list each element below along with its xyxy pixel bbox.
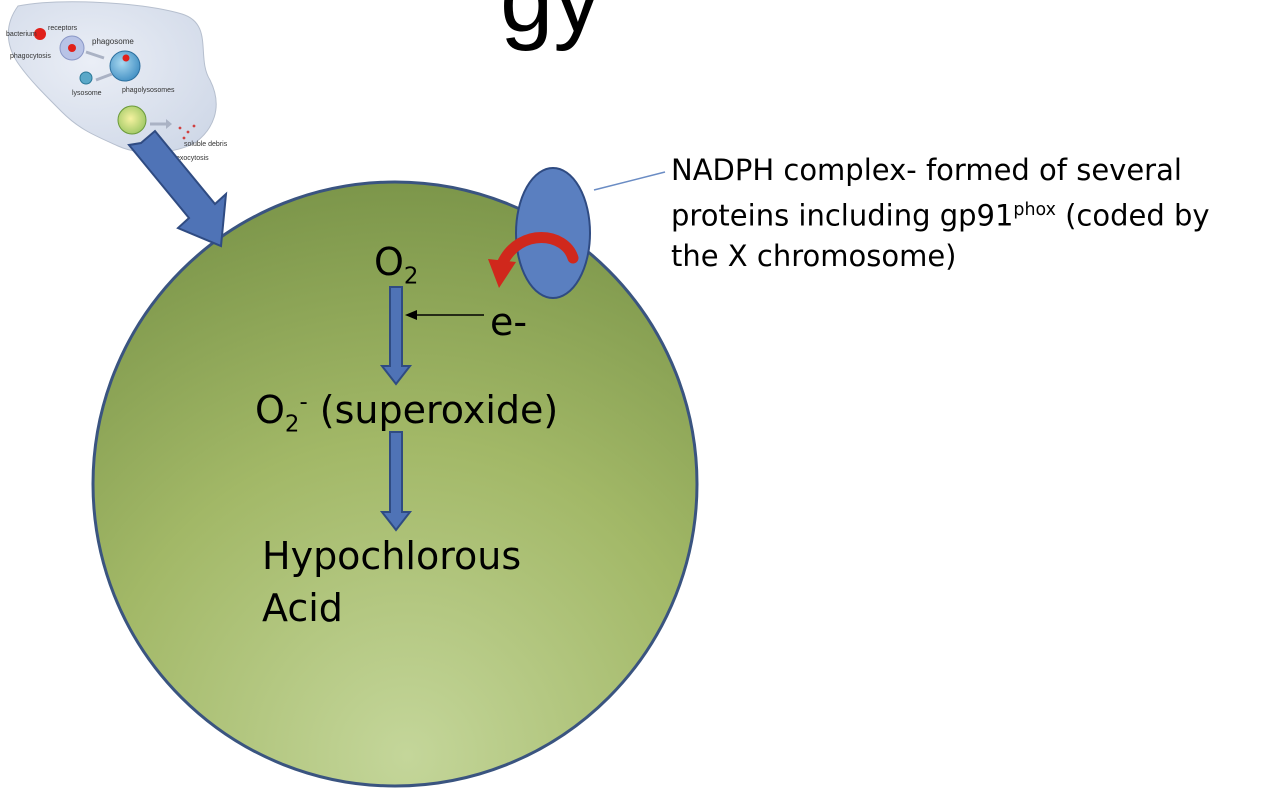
inset-label-exocytosis: exocytosis <box>176 155 209 162</box>
phagocytosis-inset: bacterium receptors phagocytosis phagoso… <box>6 1 228 162</box>
superoxide-charge: - <box>299 389 308 416</box>
inset-label-receptors: receptors <box>48 25 78 32</box>
title-fragment: gy <box>500 0 601 54</box>
superoxide-text: (superoxide) <box>307 388 559 432</box>
inset-to-cell-arrow <box>127 129 228 248</box>
nadph-complex-label: NADPH complex- formed of several protein… <box>671 150 1261 276</box>
superoxide-base: O <box>255 388 285 432</box>
superoxide-label: O2- (superoxide) <box>255 388 558 438</box>
o2-label: O2 <box>374 240 418 290</box>
nadph-pointer-line <box>593 171 666 191</box>
nadph-complex-ellipse <box>515 167 591 299</box>
inset-label-lysosome: lysosome <box>72 90 102 97</box>
superoxide-subscript: 2 <box>284 411 300 438</box>
nadph-text-part1: NADPH complex- formed of several protein… <box>671 153 1182 233</box>
nadph-text-part2: (coded by the X chromosome) <box>671 198 1210 273</box>
down-arrow-superoxide-to-acid <box>379 431 413 532</box>
electron-arrow <box>405 310 484 320</box>
inset-label-soluble-debris: soluble debris <box>184 141 228 148</box>
inset-label-phagocytosis: phagocytosis <box>10 53 51 60</box>
inset-label-phagolysosomes: phagolysosomes <box>122 87 175 94</box>
inset-label-phagosome: phagosome <box>92 37 134 46</box>
nadph-superscript: phox <box>1013 200 1056 220</box>
electron-label: e- <box>490 300 528 344</box>
hypochlorous-line1: Hypochlorous <box>262 534 522 578</box>
inset-label-bacterium: bacterium <box>6 31 37 38</box>
o2-subscript: 2 <box>403 263 419 290</box>
hypochlorous-line2: Acid <box>262 586 343 630</box>
o2-base: O <box>374 240 404 284</box>
red-curved-arrow <box>488 232 579 288</box>
down-arrow-o2-to-superoxide <box>379 286 413 386</box>
